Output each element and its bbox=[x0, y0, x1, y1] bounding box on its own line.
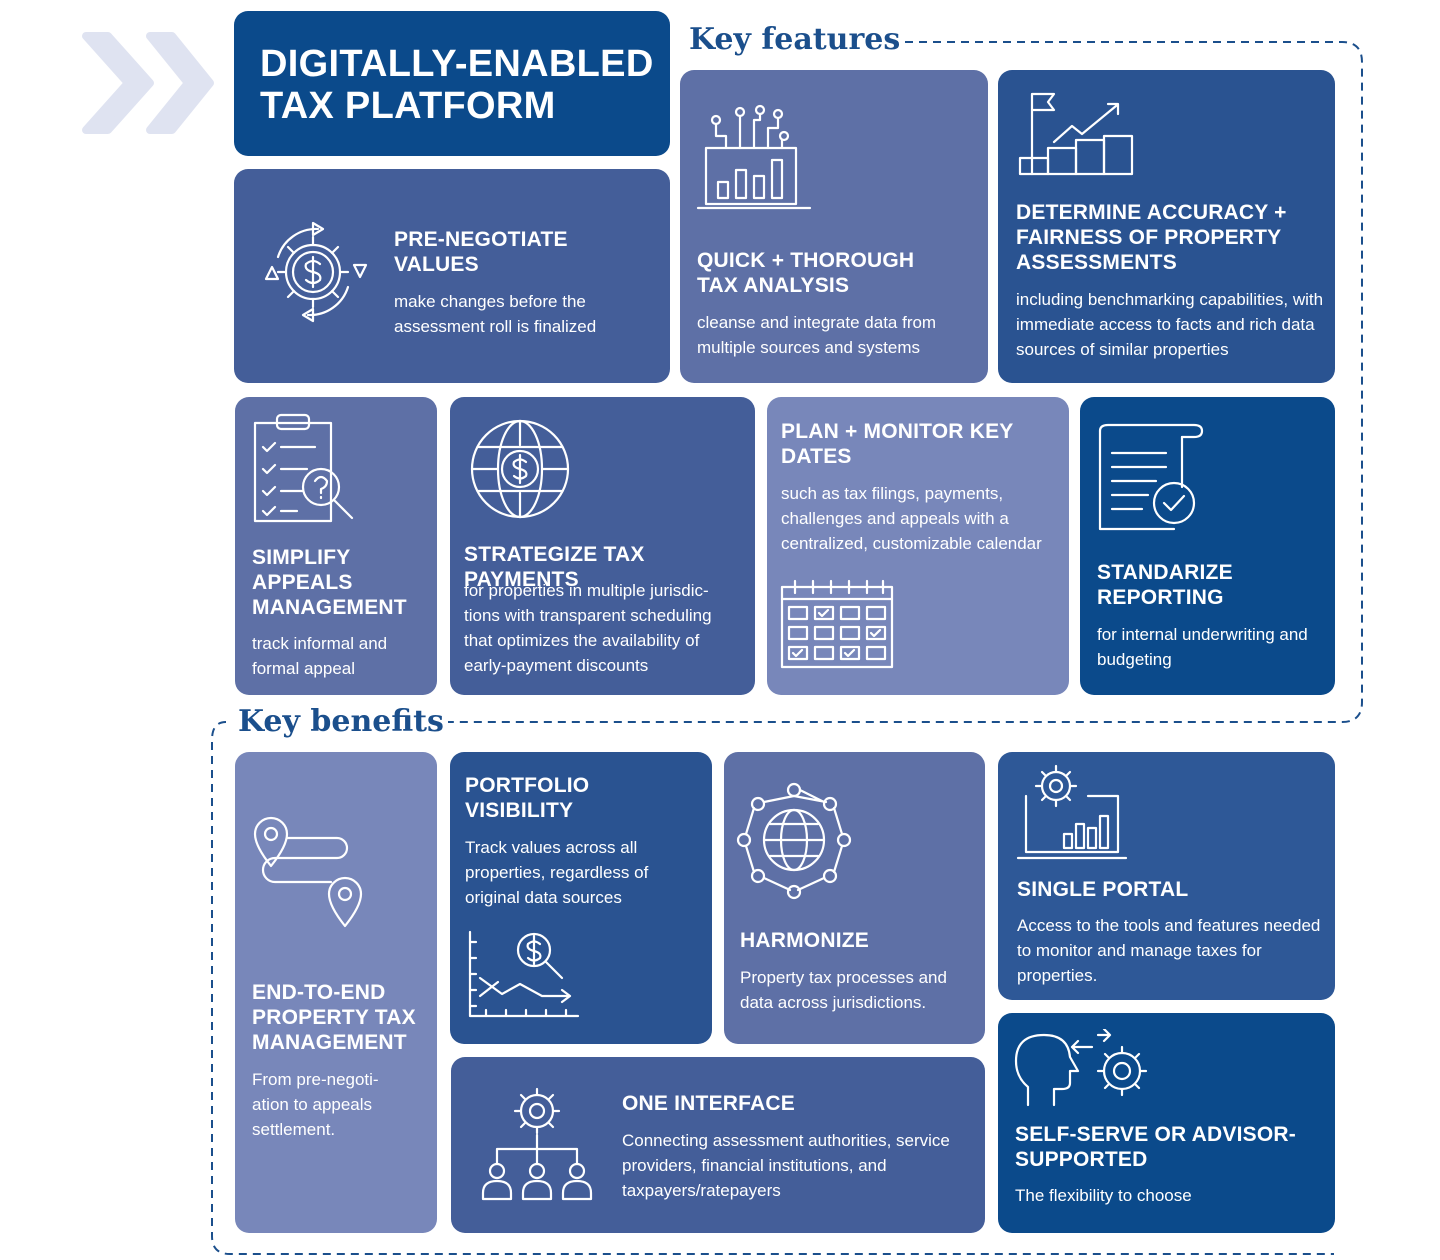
laptop-data-chart-icon bbox=[696, 104, 814, 219]
feature-title: SIMPLIFY APPEALS MANAGEMENT bbox=[252, 546, 407, 619]
double-chevron-icon bbox=[82, 32, 214, 134]
benefit-title: SELF-SERVE OR ADVISOR-SUPPORTED bbox=[1015, 1123, 1296, 1171]
benefit-card-end-to-end: END-TO-END PROPERTY TAX MANAGEMENT From … bbox=[235, 752, 437, 1233]
benefit-body: From pre-negoti-ation to appeals settlem… bbox=[252, 1070, 379, 1139]
feature-title: PLAN + MONITOR KEY DATES bbox=[781, 420, 1014, 468]
route-pins-icon bbox=[251, 816, 365, 941]
benefit-body: Property tax processes and data across j… bbox=[740, 968, 947, 1012]
feature-card-reporting: STANDARIZE REPORTING for internal underw… bbox=[1080, 397, 1335, 695]
benefit-card-harmonize: HARMONIZE Property tax processes and dat… bbox=[724, 752, 985, 1044]
benefit-title: ONE INTERFACE bbox=[622, 1092, 795, 1115]
benefit-card-portfolio: PORTFOLIO VISIBILITY Track values across… bbox=[450, 752, 712, 1044]
document-check-icon bbox=[1096, 423, 1206, 538]
benefit-title: END-TO-END PROPERTY TAX MANAGEMENT bbox=[252, 981, 416, 1054]
benefit-title: PORTFOLIO VISIBILITY bbox=[465, 774, 590, 822]
benefit-title: HARMONIZE bbox=[740, 929, 869, 952]
feature-title: QUICK + THOROUGH TAX ANALYSIS bbox=[697, 249, 915, 297]
feature-card-pre-negotiate: PRE-NEGOTIATE VALUES make changes before… bbox=[234, 169, 670, 383]
benefit-body: Connecting assessment authorities, servi… bbox=[622, 1131, 950, 1200]
dollar-gear-cycle-icon bbox=[258, 217, 368, 332]
benefit-body: The flexibility to choose bbox=[1015, 1186, 1192, 1205]
gear-org-chart-icon bbox=[479, 1087, 595, 1210]
benefit-card-single-portal: SINGLE PORTAL Access to the tools and fe… bbox=[998, 752, 1335, 1000]
laptop-gear-chart-icon bbox=[1016, 762, 1128, 867]
feature-title: STANDARIZE REPORTING bbox=[1097, 561, 1233, 609]
feature-body: make changes before the assessment roll … bbox=[394, 292, 597, 336]
clipboard-question-magnifier-icon bbox=[251, 411, 361, 531]
globe-network-icon bbox=[734, 782, 854, 905]
globe-dollar-icon bbox=[468, 417, 572, 526]
head-gear-arrows-icon bbox=[1014, 1027, 1148, 1114]
feature-title: PRE-NEGOTIATE VALUES bbox=[394, 228, 568, 276]
benefit-body: Access to the tools and features needed … bbox=[1017, 916, 1321, 985]
page-title-line1: DIGITALLY-ENABLED bbox=[260, 43, 654, 85]
feature-card-accuracy: DETERMINE ACCURACY + FAIRNESS OF PROPERT… bbox=[998, 70, 1335, 383]
key-benefits-heading: Key benefits bbox=[238, 704, 444, 739]
feature-body: track informal and formal appeal bbox=[252, 634, 388, 678]
page-title-line2: TAX PLATFORM bbox=[260, 85, 556, 127]
calendar-checks-icon bbox=[779, 577, 897, 676]
feature-title: DETERMINE ACCURACY + FAIRNESS OF PROPERT… bbox=[1016, 201, 1287, 274]
benefit-card-one-interface: ONE INTERFACE Connecting assessment auth… bbox=[451, 1057, 985, 1233]
feature-card-key-dates: PLAN + MONITOR KEY DATES such as tax fil… bbox=[767, 397, 1069, 695]
feature-card-payments: STRATEGIZE TAX PAYMENTS for properties i… bbox=[450, 397, 755, 695]
chart-dollar-magnifier-icon bbox=[466, 928, 582, 1027]
feature-body: such as tax filings, payments, challenge… bbox=[781, 484, 1042, 553]
feature-card-quick-analysis: QUICK + THOROUGH TAX ANALYSIS cleanse an… bbox=[680, 70, 988, 383]
feature-card-appeals: SIMPLIFY APPEALS MANAGEMENT track inform… bbox=[235, 397, 437, 695]
feature-body: cleanse and integrate data from multiple… bbox=[697, 313, 937, 357]
benefit-card-self-serve: SELF-SERVE OR ADVISOR-SUPPORTED The flex… bbox=[998, 1013, 1335, 1233]
feature-body: for internal underwriting and budgeting bbox=[1097, 625, 1308, 669]
flag-growth-steps-icon bbox=[1016, 90, 1136, 185]
benefit-body: Track values across all properties, rega… bbox=[465, 838, 649, 907]
feature-title: STRATEGIZE TAX PAYMENTS bbox=[464, 543, 645, 591]
feature-body: for properties in multiple jurisdic-tion… bbox=[464, 581, 712, 675]
feature-body: including benchmarking capabilities, wit… bbox=[1016, 290, 1324, 359]
key-features-heading: Key features bbox=[689, 22, 901, 57]
title-card: DIGITALLY-ENABLED TAX PLATFORM bbox=[234, 11, 670, 156]
page-title: DIGITALLY-ENABLED TAX PLATFORM bbox=[260, 43, 654, 127]
benefit-title: SINGLE PORTAL bbox=[1017, 878, 1189, 901]
